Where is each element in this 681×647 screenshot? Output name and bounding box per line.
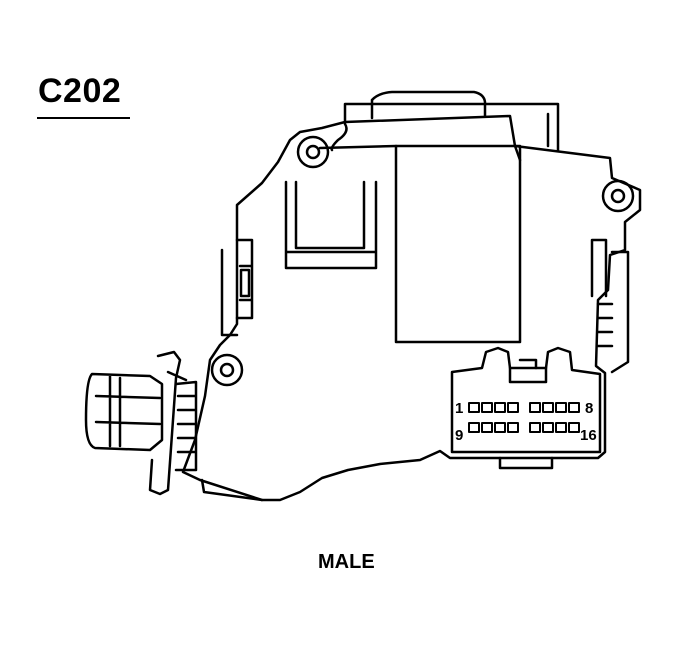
harness-grips: [174, 380, 198, 472]
latch-slot: [284, 180, 378, 270]
harness-collar: [148, 350, 188, 496]
pin-cavity: [507, 402, 519, 413]
pin-cavity: [507, 422, 519, 433]
left-clip: [220, 238, 254, 337]
pin-cavity: [529, 422, 541, 433]
pin-cavity: [481, 422, 493, 433]
pin-cavity: [529, 402, 541, 413]
center-body-edge: [513, 144, 522, 162]
pin-cavity: [494, 402, 506, 413]
connector-id-underline: [37, 117, 130, 119]
mount-hole-top-left: [296, 135, 330, 169]
pin-label-1: 1: [455, 400, 463, 417]
right-ribs: [590, 238, 630, 374]
pin-header-key: [508, 358, 548, 384]
pin-cavity: [481, 402, 493, 413]
bottom-tab: [200, 478, 264, 502]
top-rim: [330, 102, 560, 152]
housing-outline: [181, 114, 642, 502]
center-body: [394, 144, 522, 344]
pin-row-top: [468, 402, 580, 413]
pin-cavity: [568, 422, 580, 433]
top-shelf: [318, 144, 398, 150]
pin-cavity: [468, 402, 480, 413]
pin-label-9: 9: [455, 427, 463, 444]
pin-header-foot: [498, 456, 554, 470]
pin-row-bottom: [468, 422, 580, 433]
pin-cavity: [494, 422, 506, 433]
connector-gender-label: MALE: [318, 551, 375, 573]
left-clip-window: [239, 268, 251, 298]
pin-cavity: [555, 422, 567, 433]
mount-hole-left: [210, 353, 244, 387]
pin-cavity: [542, 402, 554, 413]
connector-id-label: C202: [38, 72, 122, 110]
pin-header: [450, 346, 602, 454]
mount-hole-top-right: [601, 179, 635, 213]
pin-cavity: [542, 422, 554, 433]
pin-label-16: 16: [580, 427, 597, 444]
pin-label-8: 8: [585, 400, 593, 417]
pin-cavity: [468, 422, 480, 433]
harness-boot: [84, 372, 164, 452]
pin-cavity: [555, 402, 567, 413]
pin-cavity: [568, 402, 580, 413]
